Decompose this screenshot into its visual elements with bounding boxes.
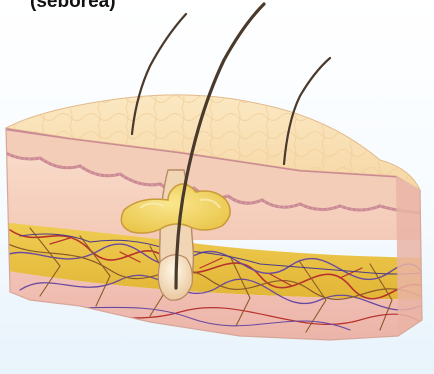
block-right-side <box>396 176 422 336</box>
diagram-caption: (seborea) <box>30 0 116 13</box>
